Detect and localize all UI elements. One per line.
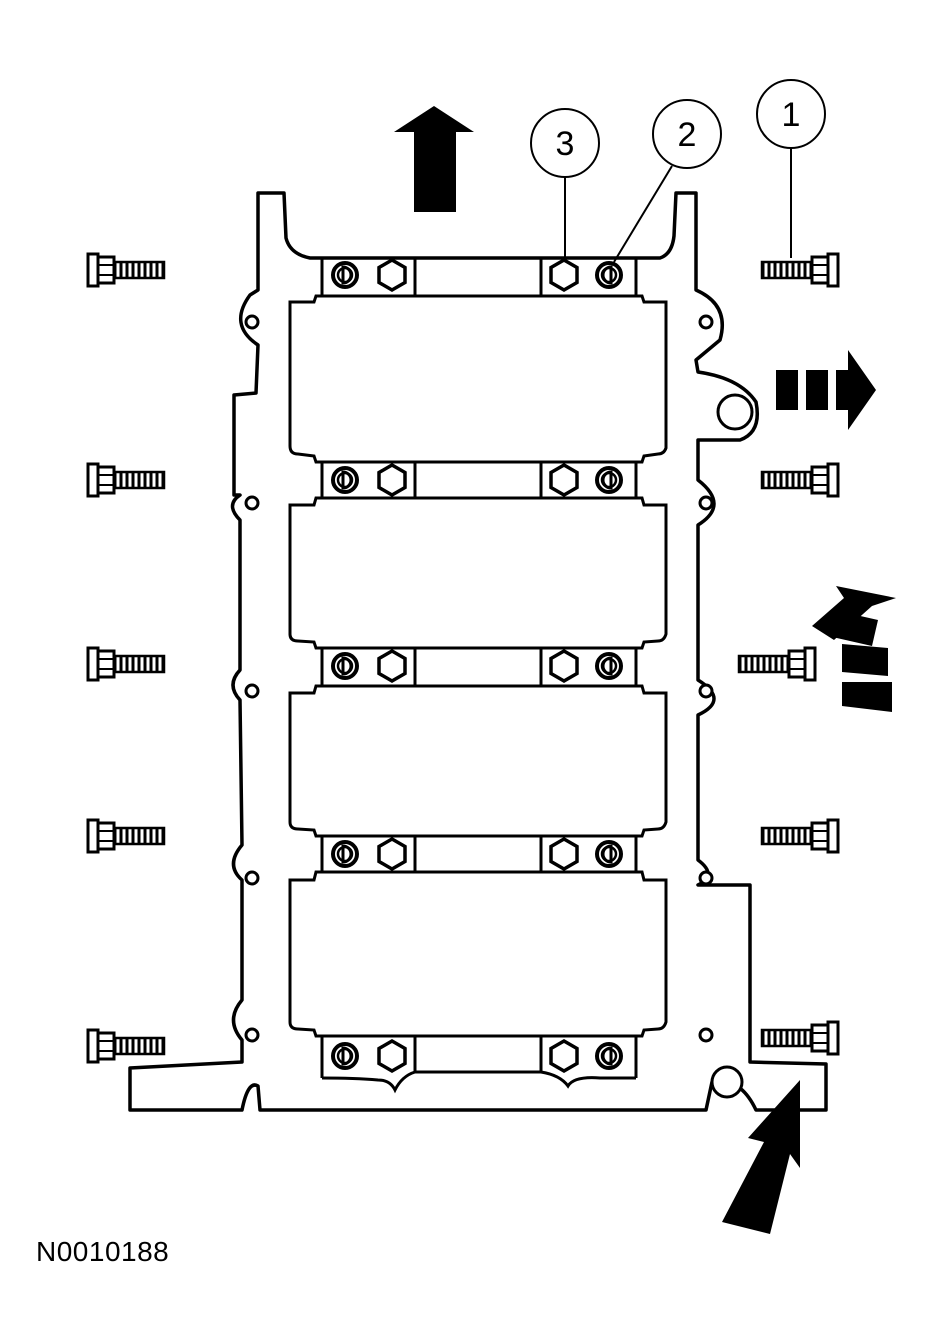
stud-5 xyxy=(331,652,359,680)
stud-4 xyxy=(595,466,623,494)
nut-4 xyxy=(549,463,579,497)
nut-1 xyxy=(377,258,407,292)
mounting-holes xyxy=(244,314,754,1099)
bolt-right-4 xyxy=(762,820,838,852)
front-direction-arrow xyxy=(394,106,474,212)
stud-9 xyxy=(331,1042,359,1070)
bolt-left-1 xyxy=(86,252,166,288)
callout-2-label: 2 xyxy=(678,116,697,154)
stud-3 xyxy=(331,466,359,494)
callout-1: 1 xyxy=(756,79,826,258)
nut-3 xyxy=(377,463,407,497)
bolt-left-2 xyxy=(86,462,166,498)
left-flange-bolts xyxy=(86,252,166,1064)
stud-2 xyxy=(595,261,623,289)
stud-1 xyxy=(331,261,359,289)
stud-7 xyxy=(331,840,359,868)
nut-8 xyxy=(549,837,579,871)
bolt-left-3 xyxy=(86,646,166,682)
bearing-bays xyxy=(288,294,668,1038)
nut-6 xyxy=(549,649,579,683)
callout-2: 2 xyxy=(613,99,722,263)
nut-2 xyxy=(549,258,579,292)
figure-id: N0010188 xyxy=(36,1236,170,1267)
nut-10 xyxy=(549,1039,579,1073)
curved-rotation-arrow xyxy=(812,586,896,712)
callout-3: 3 xyxy=(530,108,600,260)
dashed-right-arrow xyxy=(776,350,876,430)
diagonal-arrow xyxy=(722,1080,800,1234)
bolt-left-4 xyxy=(86,818,166,854)
stud-8 xyxy=(595,840,623,868)
bolt-right-1 xyxy=(762,254,838,286)
nut-5 xyxy=(377,649,407,683)
crankcase-outline xyxy=(128,191,828,1112)
callout-1-label: 1 xyxy=(782,96,801,134)
bolt-right-5 xyxy=(762,1022,838,1054)
callout-3-label: 3 xyxy=(556,125,575,163)
bolt-left-5 xyxy=(86,1028,166,1064)
bolt-right-3 xyxy=(739,648,815,680)
nut-7 xyxy=(377,837,407,871)
stud-10 xyxy=(595,1042,623,1070)
stud-6 xyxy=(595,652,623,680)
bolt-right-2 xyxy=(762,464,838,496)
nut-9 xyxy=(377,1039,407,1073)
bearing-cap-strips xyxy=(310,256,660,1094)
